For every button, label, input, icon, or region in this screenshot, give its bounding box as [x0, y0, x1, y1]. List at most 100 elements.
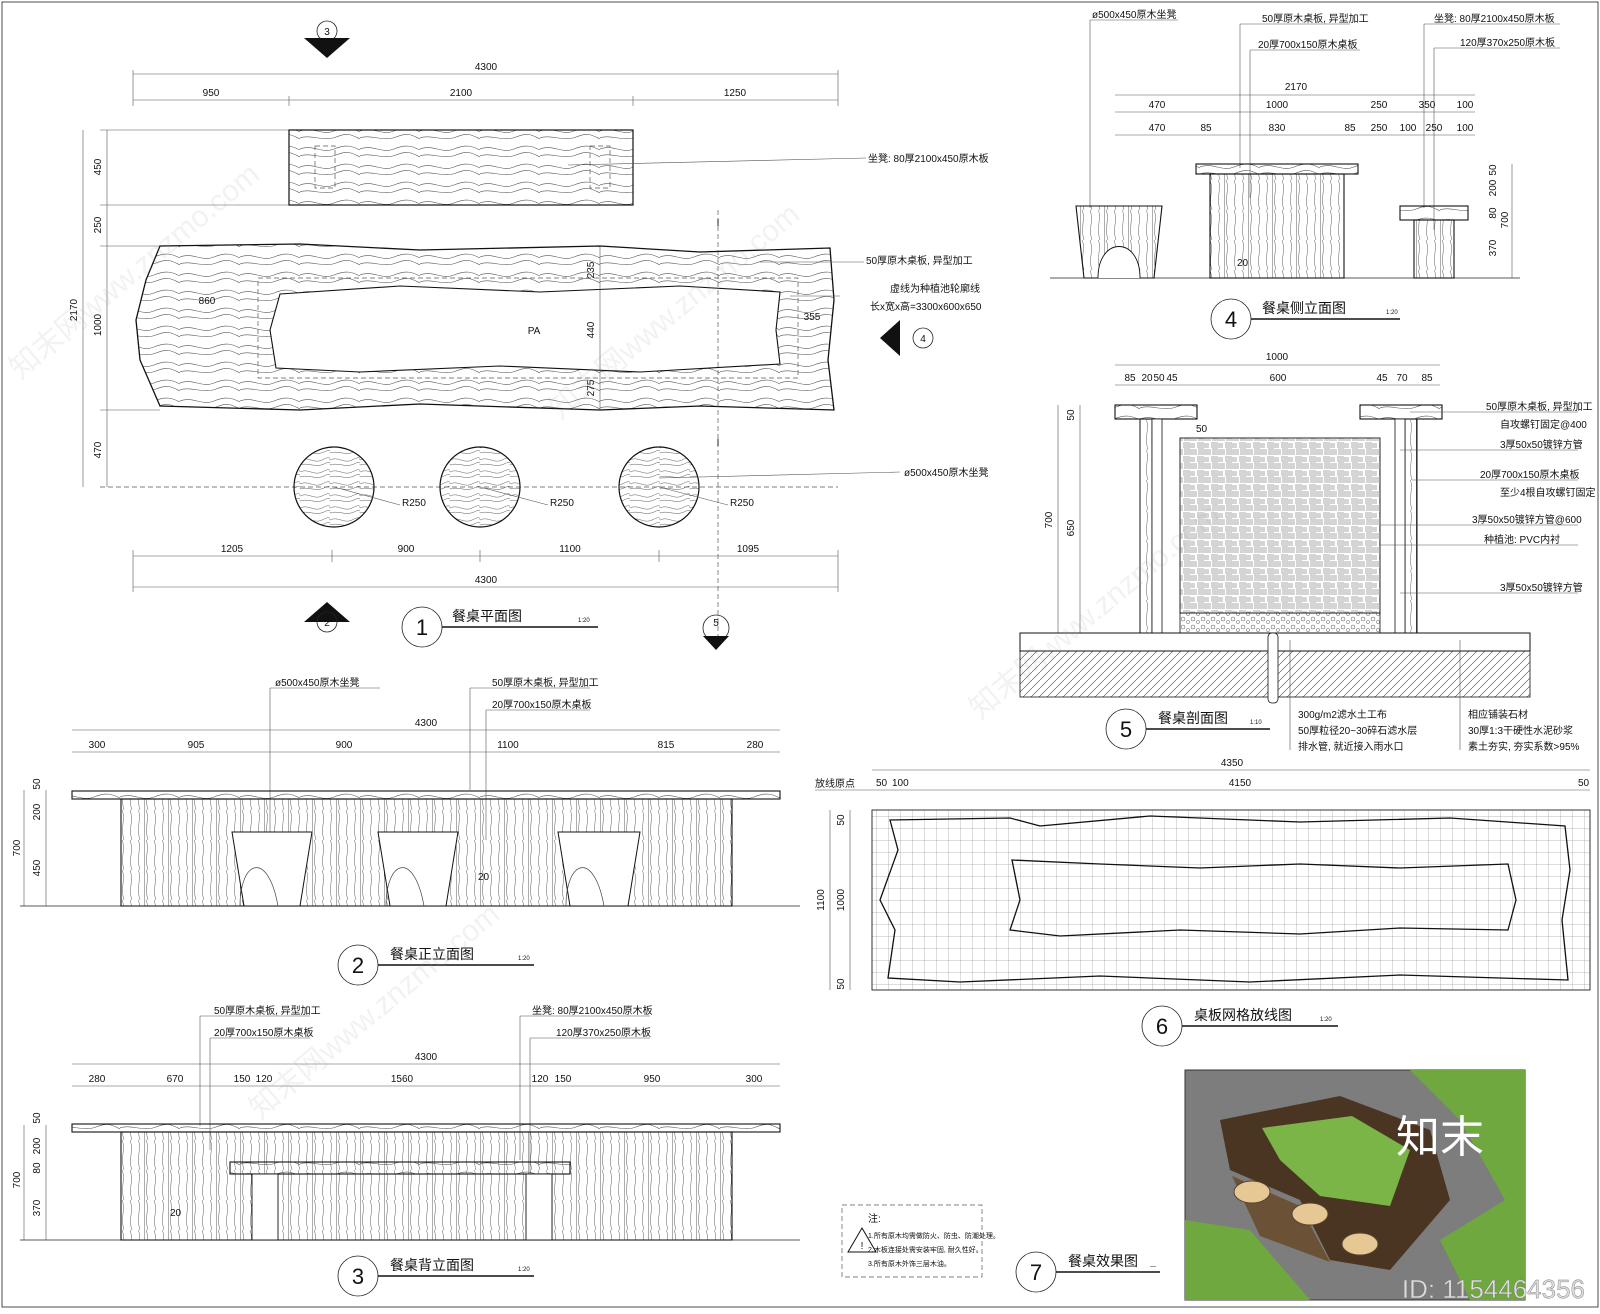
- svg-text:650: 650: [1066, 519, 1077, 536]
- svg-text:280: 280: [89, 1074, 106, 1085]
- svg-text:900: 900: [336, 740, 353, 751]
- svg-text:1:20: 1:20: [1386, 310, 1398, 316]
- svg-text:50: 50: [1153, 373, 1165, 384]
- svg-text:20厚700x150原木桌板: 20厚700x150原木桌板: [492, 698, 592, 711]
- svg-text:3厚50x50镀锌方管@600: 3厚50x50镀锌方管@600: [1472, 513, 1582, 526]
- svg-text:120厚370x250原木板: 120厚370x250原木板: [556, 1026, 651, 1039]
- svg-text:50: 50: [32, 1112, 43, 1124]
- svg-text:120: 120: [256, 1074, 273, 1085]
- svg-text:355: 355: [804, 312, 821, 323]
- back-title: 餐桌背立面图: [390, 1257, 474, 1273]
- svg-text:50厚原木桌板, 异型加工: 50厚原木桌板, 异型加工: [214, 1004, 321, 1017]
- svg-text:70: 70: [1396, 373, 1408, 384]
- watermark-id: ID: 1154464356: [1402, 1274, 1585, 1304]
- svg-text:4: 4: [1225, 307, 1237, 332]
- section-mark-3: 3: [304, 20, 350, 58]
- svg-text:1000: 1000: [1266, 100, 1289, 111]
- svg-text:1100: 1100: [816, 889, 827, 911]
- svg-text:440: 440: [586, 321, 597, 338]
- section-mark-2: 2: [304, 602, 350, 633]
- svg-text:860: 860: [199, 296, 216, 307]
- svg-text:50: 50: [836, 814, 847, 826]
- svg-text:1.所有原木均需做防火、防虫、防潮处理。: 1.所有原木均需做防火、防虫、防潮处理。: [868, 1231, 1000, 1240]
- svg-text:5: 5: [1120, 717, 1132, 742]
- svg-text:2100: 2100: [450, 88, 473, 99]
- svg-text:150: 150: [555, 1074, 572, 1085]
- svg-text:120: 120: [532, 1074, 549, 1085]
- svg-text:种植池: PVC内衬: 种植池: PVC内衬: [1484, 533, 1560, 546]
- svg-text:20厚700x150原木桌板: 20厚700x150原木桌板: [1480, 468, 1580, 481]
- svg-text:900: 900: [398, 544, 415, 555]
- plan-planter-opening: [269, 285, 781, 373]
- svg-text:100: 100: [1457, 100, 1474, 111]
- plan-title: 餐桌平面图: [452, 608, 522, 624]
- svg-text:85: 85: [1421, 373, 1433, 384]
- svg-text:470: 470: [1149, 100, 1166, 111]
- svg-text:3.所有原木外饰三层木油。: 3.所有原木外饰三层木油。: [868, 1259, 951, 1268]
- side-title: 餐桌侧立面图: [1262, 300, 1346, 316]
- svg-text:4300: 4300: [415, 1052, 438, 1063]
- svg-text:50: 50: [876, 778, 888, 789]
- plan-view: 3 4300 950 2100 1250 2170 450 250 1000 4…: [69, 20, 989, 650]
- svg-text:20: 20: [1141, 373, 1153, 384]
- svg-text:370: 370: [32, 1199, 43, 1216]
- svg-text:PA: PA: [528, 326, 541, 337]
- svg-text:815: 815: [658, 740, 675, 751]
- render-title: 餐桌效果图: [1068, 1253, 1138, 1269]
- svg-text:1000: 1000: [93, 313, 104, 336]
- svg-text:200: 200: [32, 803, 43, 820]
- svg-text:坐凳: 80厚2100x450原木板: 坐凳: 80厚2100x450原木板: [1434, 12, 1555, 25]
- plan-stools: R250 R250 R250: [293, 446, 754, 528]
- svg-text:200: 200: [32, 1137, 43, 1154]
- svg-text:I: I: [717, 218, 720, 229]
- svg-text:300: 300: [746, 1074, 763, 1085]
- svg-text:600: 600: [1270, 373, 1287, 384]
- svg-text:700: 700: [12, 1171, 23, 1188]
- svg-text:—: —: [1150, 1264, 1156, 1270]
- svg-text:700: 700: [12, 839, 23, 856]
- svg-text:450: 450: [93, 158, 104, 175]
- svg-text:80: 80: [32, 1162, 43, 1174]
- grid-mesh: [871, 809, 1591, 991]
- svg-text:ø500x450原木坐凳: ø500x450原木坐凳: [904, 467, 988, 479]
- svg-text:50: 50: [1488, 164, 1499, 176]
- svg-text:3厚50x50镀锌方管: 3厚50x50镀锌方管: [1500, 438, 1583, 451]
- svg-text:950: 950: [644, 1074, 661, 1085]
- svg-text:300g/m2滤水土工布: 300g/m2滤水土工布: [1298, 708, 1387, 721]
- svg-text:100: 100: [1400, 123, 1417, 134]
- svg-text:50: 50: [1196, 424, 1208, 435]
- svg-text:坐凳: 80厚2100x450原木板: 坐凳: 80厚2100x450原木板: [868, 152, 989, 165]
- svg-text:1:20: 1:20: [578, 618, 590, 624]
- plan-overall-dim: 4300: [475, 62, 498, 73]
- svg-text:1560: 1560: [391, 1074, 414, 1085]
- section-view: 1000 85 20 50 45 600 45 70 85 700 50 650…: [1019, 352, 1596, 753]
- svg-text:450: 450: [32, 859, 43, 876]
- svg-text:4150: 4150: [1229, 778, 1252, 789]
- svg-text:1095: 1095: [737, 544, 760, 555]
- svg-text:100: 100: [1457, 123, 1474, 134]
- side-elevation: ø500x450原木坐凳 50厚原木桌板, 异型加工 20厚700x150原木桌…: [1050, 9, 1560, 340]
- svg-text:100: 100: [892, 778, 909, 789]
- svg-text:排水管, 就近接入雨水口: 排水管, 就近接入雨水口: [1298, 740, 1404, 753]
- svg-text:830: 830: [1269, 123, 1286, 134]
- svg-text:至少4根自攻螺钉固定: 至少4根自攻螺钉固定: [1500, 486, 1596, 499]
- svg-text:50厚粒径20~30碎石滤水层: 50厚粒径20~30碎石滤水层: [1298, 724, 1417, 737]
- grid-layout: 4350 50 100 4150 50 放线原点 1100 50 1000 50…: [815, 758, 1591, 1047]
- svg-text:470: 470: [1149, 123, 1166, 134]
- svg-text:250: 250: [1371, 123, 1388, 134]
- svg-text:1: 1: [416, 615, 428, 640]
- svg-text:80: 80: [1488, 207, 1499, 219]
- svg-text:3: 3: [352, 1264, 364, 1289]
- svg-text:2: 2: [324, 618, 330, 629]
- svg-text:素土夯实, 夯实系数>95%: 素土夯实, 夯实系数>95%: [1468, 740, 1580, 753]
- front-elevation: ø500x450原木坐凳 50厚原木桌板, 异型加工 20厚700x150原木桌…: [12, 676, 800, 986]
- svg-text:1205: 1205: [221, 544, 244, 555]
- svg-text:50厚原木桌板, 异型加工: 50厚原木桌板, 异型加工: [1486, 400, 1593, 413]
- section-mark-5: 5: [702, 614, 730, 650]
- svg-text:470: 470: [93, 441, 104, 458]
- svg-text:放线原点: 放线原点: [815, 777, 855, 790]
- svg-text:235: 235: [586, 261, 597, 278]
- svg-text:950: 950: [203, 88, 220, 99]
